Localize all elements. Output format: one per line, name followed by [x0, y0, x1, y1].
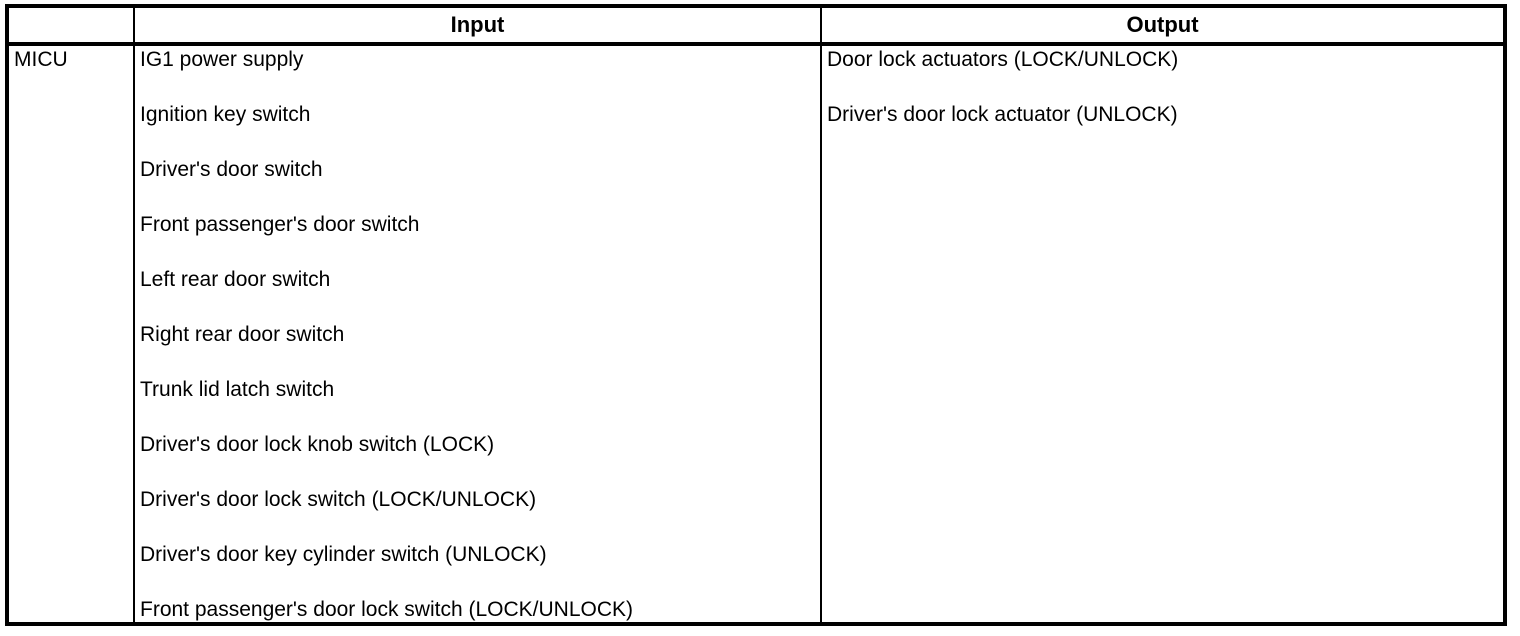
input-column-header: Input: [133, 6, 821, 46]
input-item: Driver's door switch: [140, 158, 323, 181]
input-item: Ignition key switch: [140, 103, 311, 126]
output-cell: Door lock actuators (LOCK/UNLOCK) Driver'…: [820, 44, 1505, 624]
input-item: Trunk lid latch switch: [140, 378, 335, 401]
unit-cell: MICU: [7, 44, 134, 624]
input-item: Right rear door switch: [140, 323, 345, 346]
input-item: IG1 power supply: [140, 48, 304, 71]
unit-label: MICU: [14, 48, 68, 71]
input-item: Driver's door lock knob switch (LOCK): [140, 433, 495, 456]
input-item: Driver's door lock switch (LOCK/UNLOCK): [140, 488, 537, 511]
corner-cell: [7, 6, 134, 46]
input-item: Driver's door key cylinder switch (UNLOC…: [140, 543, 547, 566]
header-row: Input Output: [7, 6, 1505, 46]
input-item: Front passenger's door switch: [140, 213, 420, 236]
output-item: Door lock actuators (LOCK/UNLOCK): [827, 48, 1179, 71]
output-column-header: Output: [820, 6, 1505, 46]
input-item: Left rear door switch: [140, 268, 331, 291]
input-item: Front passenger's door lock switch (LOCK…: [140, 598, 634, 621]
output-item: Driver's door lock actuator (UNLOCK): [827, 103, 1178, 126]
